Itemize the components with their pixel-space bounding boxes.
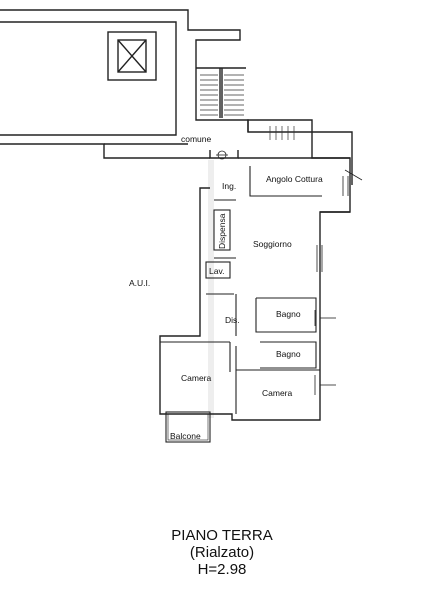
label-balcone: Balcone [170, 431, 201, 441]
label-camera-1: Camera [181, 373, 212, 383]
entrance-door [216, 150, 228, 160]
label-comune: comune [181, 134, 212, 144]
label-ingresso: Ing. [222, 181, 236, 191]
interior-walls [160, 166, 322, 414]
label-disimpegno: Dis. [225, 315, 240, 325]
label-bagno-2: Bagno [276, 349, 301, 359]
label-angolo-cottura: Angolo Cottura [266, 174, 323, 184]
label-camera-2: Camera [262, 388, 293, 398]
balcony [165, 411, 211, 443]
stairs [200, 74, 295, 140]
label-bagno-1: Bagno [276, 309, 301, 319]
label-aui: A.U.I. [129, 278, 150, 288]
caption-floor: PIANO TERRA [171, 527, 273, 544]
caption-level: (Rialzato) [189, 544, 255, 561]
label-dispensa: Dispensa [217, 213, 227, 249]
room-labels: comune Ing. Angolo Cottura Dispensa Sogg… [129, 134, 323, 441]
exterior-walls [0, 9, 353, 421]
label-soggiorno: Soggiorno [253, 239, 292, 249]
label-lavanderia: Lav. [209, 266, 224, 276]
caption-height: H=2.98 [197, 561, 247, 578]
windows [314, 169, 363, 395]
